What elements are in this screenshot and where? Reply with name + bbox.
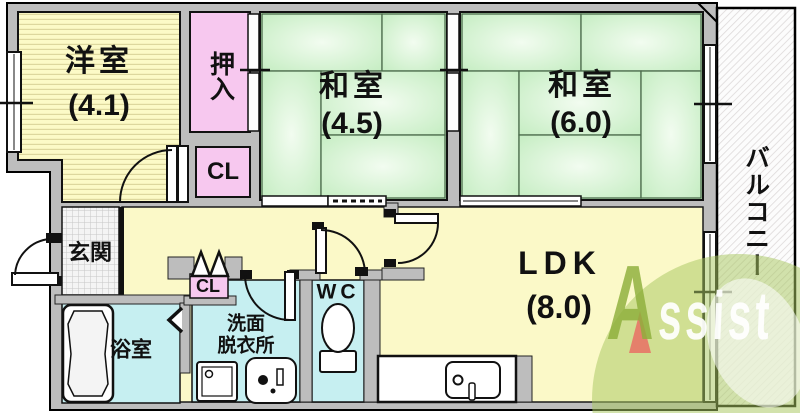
closet-upper-label: CL (207, 158, 239, 185)
room-washitsu60-floor (459, 11, 704, 201)
wall-segment (515, 355, 533, 403)
door-arc (244, 274, 291, 321)
genkan-step-line (119, 207, 124, 295)
wall-segment (299, 279, 313, 403)
sliding-door-icon (446, 72, 460, 132)
genkan-label: 玄関 (67, 240, 113, 265)
tatami-mat (518, 70, 642, 136)
door-leaf (394, 213, 439, 224)
washroom-label-line1: 洗面 (226, 313, 266, 335)
ldk-size-label: (8.0) (526, 289, 592, 325)
washitsu60-size-label: (6.0) (550, 106, 612, 139)
yoshitsu-size-label: (4.1) (68, 89, 130, 122)
tatami-mat (261, 70, 322, 199)
tatami-mat (320, 134, 446, 199)
door-leaf (177, 145, 189, 203)
door-jamb (312, 222, 324, 230)
balcony-label: バルコニー (741, 144, 770, 280)
door-arc (119, 149, 173, 203)
doors (11, 145, 439, 334)
bathtub-inner (67, 310, 109, 397)
closet-upper-floor (195, 146, 251, 198)
toilet-bowl (321, 303, 355, 353)
door-jamb (384, 209, 396, 217)
fixtures (61, 303, 518, 404)
sliding-door-icon (327, 195, 387, 207)
toilet-icon (319, 350, 357, 373)
door-jamb (355, 267, 368, 276)
door-arc (320, 229, 366, 275)
washing-machine-icon (196, 361, 238, 402)
ldk-label: LDK (518, 245, 602, 281)
washitsu45-size-label: (4.5) (321, 107, 383, 140)
faucet-icon (452, 374, 464, 386)
sliding-door-icon (261, 195, 329, 207)
folding-door-icon (166, 306, 184, 334)
tatami-mat (461, 70, 520, 199)
door-leaf (315, 227, 327, 274)
tatami-mat (518, 134, 642, 199)
door-leaf (284, 271, 296, 321)
door-leaf (166, 145, 178, 203)
vanity-sink-icon (245, 357, 297, 404)
oshiire-label: 押入 (206, 51, 235, 101)
sliding-door-icon (446, 13, 460, 72)
washitsu45-label: 和室 (319, 70, 387, 103)
wall-segment (54, 294, 191, 305)
washroom-label: 洗面 脱衣所 (217, 314, 274, 359)
door-jamb (240, 270, 252, 279)
entrance-door-leaf (11, 272, 59, 286)
tatami-mat (580, 13, 702, 72)
door-arc (14, 238, 51, 276)
bifold-door-icon (208, 248, 230, 278)
room-washitsu45-floor (259, 11, 448, 201)
sliding-door-icon (247, 72, 260, 132)
tatami-mat (461, 13, 582, 72)
tatami-mat (640, 70, 702, 199)
openings (0, 13, 732, 403)
yoshitsu-label: 洋室 (65, 45, 133, 78)
wall-corner-line (697, 2, 718, 23)
washitsu60-label: 和室 (548, 69, 616, 102)
wc-label: WC (316, 280, 360, 304)
closet-lower-label: CL (196, 276, 220, 296)
bathroom-label: 浴室 (110, 338, 152, 362)
tatami-mat (261, 13, 383, 72)
wall-segment (381, 267, 425, 281)
door-jamb (46, 233, 62, 243)
tatami-mat (381, 13, 446, 72)
door-jamb (384, 259, 396, 267)
bifold-door-icon (190, 248, 212, 278)
washroom-label-line2: 脱衣所 (217, 336, 275, 357)
closet-oshiire-floor (189, 11, 251, 133)
door-arc (397, 222, 439, 264)
sliding-door-icon (247, 13, 260, 72)
